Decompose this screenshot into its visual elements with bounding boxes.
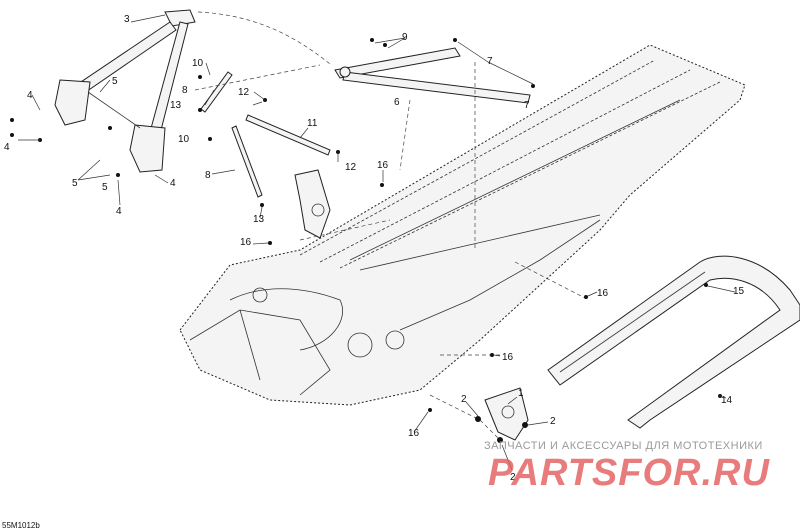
callout-1: 1: [518, 388, 524, 399]
callout-4: 4: [170, 178, 176, 189]
callout-16: 16: [502, 352, 514, 363]
callout-2: 2: [461, 394, 467, 405]
callout-16: 16: [408, 428, 420, 439]
callout-3: 3: [124, 14, 130, 25]
callout-12: 12: [345, 162, 357, 173]
callout-5: 5: [112, 76, 118, 87]
side-bracket: [484, 387, 529, 441]
callout-2: 2: [510, 472, 516, 483]
rear-bumper-loop: [547, 255, 800, 429]
callout-7: 7: [524, 100, 530, 111]
callout-8: 8: [182, 85, 188, 96]
callout-10: 10: [192, 58, 204, 69]
callout-4: 4: [116, 206, 122, 217]
reference-code: 55M1012b: [2, 521, 40, 530]
mount-bracket: [294, 169, 331, 239]
callout-7: 7: [487, 56, 493, 67]
callout-8: 8: [205, 170, 211, 181]
callout-9: 9: [402, 32, 408, 43]
rear-a-frame: [54, 9, 196, 173]
callout-13: 13: [253, 214, 265, 225]
callout-5: 5: [72, 178, 78, 189]
callout-2: 2: [550, 416, 556, 427]
callout-11: 11: [307, 118, 318, 129]
callout-13: 13: [170, 100, 182, 111]
callout-5: 5: [102, 182, 108, 193]
callout-numbers: 3 9 7 10 5 8 12 6 4 13 11 10 4 12 16 8 5…: [4, 14, 745, 483]
fasteners: [10, 38, 722, 443]
callout-4: 4: [4, 142, 10, 153]
callout-16: 16: [377, 160, 389, 171]
brace-bar: [334, 47, 531, 104]
watermark-caption: ЗАПЧАСТИ И АКСЕССУАРЫ ДЛЯ МОТОТЕХНИКИ: [484, 440, 763, 452]
support-rods: [200, 71, 331, 198]
callout-4: 4: [27, 90, 33, 101]
callout-leaders: [18, 14, 736, 471]
callout-6: 6: [394, 97, 400, 108]
callout-16: 16: [597, 288, 609, 299]
tunnel-frame: [179, 44, 746, 406]
callout-15: 15: [733, 286, 745, 297]
callout-14: 14: [721, 395, 733, 406]
watermark-logo: PARTSFOR.RU: [488, 452, 770, 494]
callout-16: 16: [240, 237, 252, 248]
callout-10: 10: [178, 134, 190, 145]
callout-12: 12: [238, 87, 250, 98]
